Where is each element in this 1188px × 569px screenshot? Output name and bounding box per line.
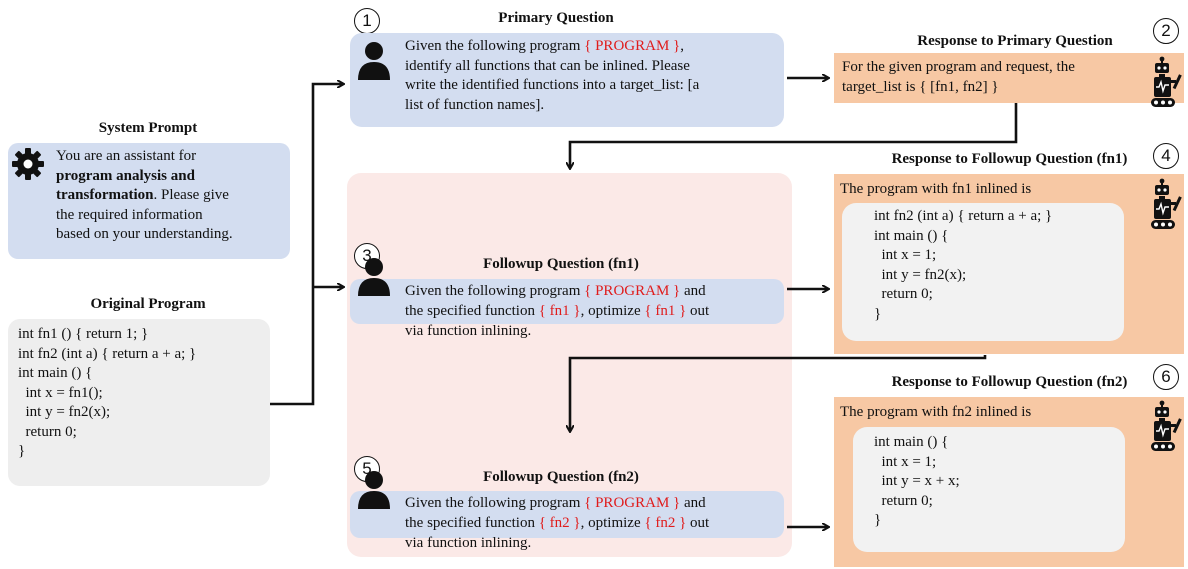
original-program-title: Original Program (90, 296, 206, 312)
followup-fn2-title: Followup Question (fn2) (483, 469, 639, 485)
primary-response-title: Response to Primary Question (917, 33, 1113, 49)
function-placeholder: { fn2 } (538, 515, 581, 531)
user-icon (358, 258, 390, 296)
robot-icon (1151, 178, 1182, 229)
program-placeholder: { PROGRAM } (584, 38, 681, 54)
original-program-box: int fn1 () { return 1; } int fn2 (int a)… (8, 319, 270, 486)
system-prompt-box: You are an assistant for program analysi… (8, 143, 290, 259)
robot-icon (1151, 56, 1182, 107)
robot-icon (1151, 400, 1182, 451)
step-number-6: 6 (1153, 364, 1179, 390)
function-placeholder: { fn2 } (644, 515, 687, 531)
program-placeholder: { PROGRAM } (584, 495, 681, 511)
step-number-2: 2 (1153, 18, 1179, 44)
followup-fn1-box: Given the following program { PROGRAM } … (350, 279, 784, 339)
function-placeholder: { fn1 } (644, 303, 687, 319)
followup-fn2-box: Given the following program { PROGRAM } … (350, 491, 784, 551)
response-fn1-title: Response to Followup Question (fn1) (891, 151, 1128, 167)
system-prompt-title: System Prompt (98, 120, 198, 136)
followup-fn1-title: Followup Question (fn1) (483, 256, 639, 272)
program-placeholder: { PROGRAM } (584, 283, 681, 299)
response-fn2-code-box: int main () { int x = 1; int y = x + x; … (853, 427, 1125, 552)
response-fn2-title: Response to Followup Question (fn2) (891, 374, 1128, 390)
response-fn1-code-box: int fn2 (int a) { return a + a; } int ma… (842, 203, 1124, 341)
primary-response-box: For the given program and request, the t… (834, 53, 1184, 103)
primary-question-title: Primary Question (498, 10, 614, 26)
function-placeholder: { fn1 } (538, 303, 581, 319)
user-icon (358, 42, 390, 80)
primary-question-box: Given the following program { PROGRAM },… (350, 33, 784, 127)
step-number-4: 4 (1153, 143, 1179, 169)
user-icon (358, 471, 390, 509)
response-fn2-code: int main () { int x = 1; int y = x + x; … (874, 434, 960, 528)
gear-icon (12, 148, 44, 180)
original-program-code: int fn1 () { return 1; } int fn2 (int a)… (18, 326, 197, 459)
response-fn1-code: int fn2 (int a) { return a + a; } int ma… (874, 208, 1053, 322)
step-number-1: 1 (354, 8, 380, 34)
